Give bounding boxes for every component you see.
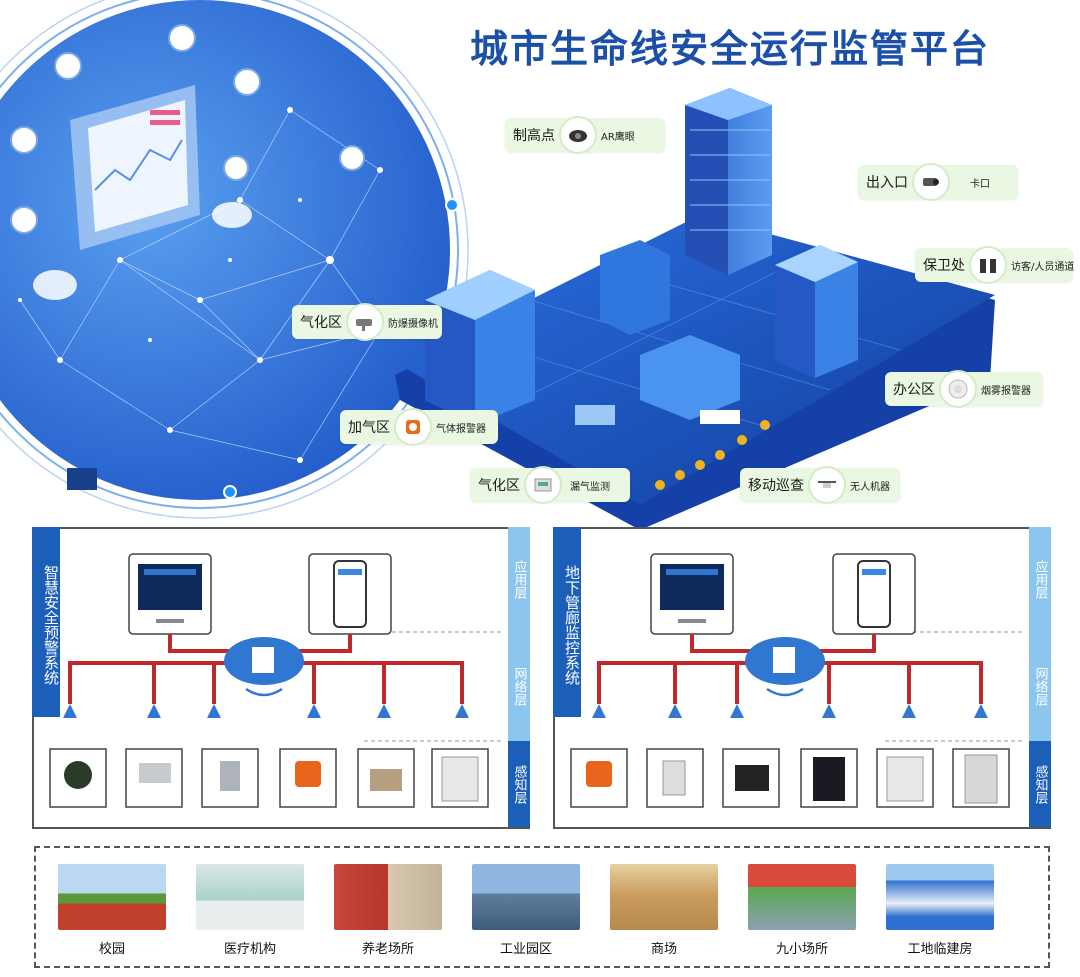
settings-icon — [10, 206, 38, 234]
scene-industrial-park: 工业园区 — [472, 864, 580, 957]
construction-housing-image — [886, 864, 994, 930]
layer-perception: 感知层 — [508, 741, 530, 827]
small-venues-image — [748, 864, 856, 930]
wifi-icon — [10, 126, 38, 154]
cloud-server-icon — [224, 637, 304, 697]
callout-area-label: 气化区 — [300, 315, 342, 331]
desktop-monitor-icon — [128, 553, 212, 635]
factory-buildings — [575, 240, 740, 425]
dome-camera-icon — [559, 116, 597, 154]
gas-detector-icon — [394, 408, 432, 446]
residential-building — [775, 245, 858, 378]
layer-network: 网络层 — [1029, 631, 1051, 741]
callout-area-label: 保卫处 — [923, 258, 965, 274]
key-icon — [54, 52, 82, 80]
scene-label: 九小场所 — [775, 942, 828, 957]
network-topology — [570, 553, 1025, 808]
callout-gasification-leak: 气化区 漏气监测 — [470, 466, 630, 504]
medical-image — [196, 864, 304, 930]
scene-campus: 校园 — [58, 864, 166, 957]
panel-side-label: 地下管廊监控系统 — [553, 527, 581, 717]
globe-icon — [233, 68, 261, 96]
cloud-server-icon — [745, 637, 825, 697]
callout-refuel: 加气区 气体报警器 — [340, 408, 498, 446]
bullet-camera-icon — [912, 163, 950, 201]
scene-label: 工业园区 — [499, 942, 552, 957]
callout-area-label: 气化区 — [478, 478, 520, 494]
callout-area-label: 制高点 — [513, 128, 555, 144]
layer-perception: 感知层 — [1029, 741, 1051, 827]
callout-device-label: 气体报警器 — [436, 423, 486, 435]
dashboard-monitor-icon — [70, 85, 200, 250]
callout-entrance: 出入口 卡口 — [858, 163, 1018, 201]
pressure-gauge-icon — [64, 761, 92, 789]
leak-monitor-icon — [524, 466, 562, 504]
callout-gasification-camera: 气化区 防爆摄像机 — [292, 303, 442, 341]
panel-safety-warning-system: 智慧安全预警系统 应用层 网络层 感知层 — [32, 527, 530, 829]
panel-utility-tunnel-system: 地下管廊监控系统 应用层 网络层 感知层 — [553, 527, 1051, 829]
scene-mall: 商场 — [610, 864, 718, 957]
scene-elderly-care: 养老场所 — [334, 864, 442, 957]
scene-label: 养老场所 — [361, 942, 414, 957]
scene-label: 工地临建房 — [907, 942, 973, 957]
explosion-proof-camera-icon — [346, 303, 384, 341]
scene-label: 校园 — [98, 942, 125, 957]
scene-medical: 医疗机构 — [196, 864, 304, 957]
campus-image — [58, 864, 166, 930]
office-building — [425, 270, 535, 425]
scene-label: 医疗机构 — [223, 942, 276, 957]
callout-device-label: 卡口 — [970, 178, 990, 190]
callout-lookout: 制高点 AR鹰眼 — [505, 116, 665, 154]
cloud-icon — [168, 24, 196, 52]
callout-device-label: 漏气监测 — [570, 481, 610, 493]
controller-box-icon — [441, 756, 479, 802]
callout-device-label: 无人机器 — [850, 481, 890, 493]
page-title: 城市生命线安全运行监管平台 — [470, 27, 991, 71]
layer-application: 应用层 — [1029, 527, 1051, 631]
layer-network: 网络层 — [508, 631, 530, 741]
callout-device-label: 访客/人员通道 — [1011, 261, 1075, 273]
network-topology — [49, 553, 504, 808]
scene-label: 商场 — [650, 942, 677, 957]
power-cabinet-icon — [964, 754, 998, 804]
callout-area-label: 加气区 — [348, 420, 390, 436]
control-panel-icon — [813, 757, 845, 801]
data-collector-icon — [735, 765, 769, 791]
controller-box-icon — [886, 756, 924, 802]
layer-application: 应用层 — [508, 527, 530, 631]
skyscraper — [685, 88, 772, 275]
mail-icon — [223, 155, 249, 181]
temp-humidity-sensor-icon — [662, 760, 686, 796]
callout-security: 保卫处 访客/人员通道 — [915, 246, 1074, 284]
mall-image — [610, 864, 718, 930]
screen-icon — [339, 145, 365, 171]
mobile-phone-icon — [308, 553, 392, 635]
drone-icon — [808, 466, 846, 504]
callout-device-label: 烟雾报警器 — [981, 385, 1031, 397]
pipe-sensor-icon — [139, 763, 171, 783]
callout-area-label: 办公区 — [893, 382, 935, 398]
elderly-care-image — [334, 864, 442, 930]
callout-area-label: 出入口 — [866, 175, 908, 191]
desktop-monitor-icon — [650, 553, 734, 635]
gas-detector-icon — [295, 761, 321, 787]
application-scenes: 校园 医疗机构 养老场所 工业园区 商场 九小场所 工地临建房 — [34, 846, 1050, 968]
callout-device-label: AR鹰眼 — [601, 131, 635, 143]
gas-detector-icon — [586, 761, 612, 787]
industrial-park-image — [472, 864, 580, 930]
smart-city-illustration — [0, 0, 995, 530]
callout-patrol: 移动巡查 无人机器 — [740, 466, 900, 504]
callout-device-label: 防爆摄像机 — [388, 318, 438, 330]
mobile-phone-icon — [832, 553, 916, 635]
smoke-detector-icon — [939, 370, 977, 408]
callout-area-label: 移动巡查 — [748, 478, 804, 494]
turnstile-icon — [969, 246, 1007, 284]
callout-office: 办公区 烟雾报警器 — [885, 370, 1043, 408]
solenoid-valve-icon — [370, 769, 402, 791]
panel-side-label: 智慧安全预警系统 — [32, 527, 60, 717]
wireless-sensor-icon — [220, 761, 240, 791]
scene-small-venues: 九小场所 — [748, 864, 856, 957]
tech-network-circle — [0, 0, 469, 519]
scene-construction-housing: 工地临建房 — [886, 864, 994, 957]
